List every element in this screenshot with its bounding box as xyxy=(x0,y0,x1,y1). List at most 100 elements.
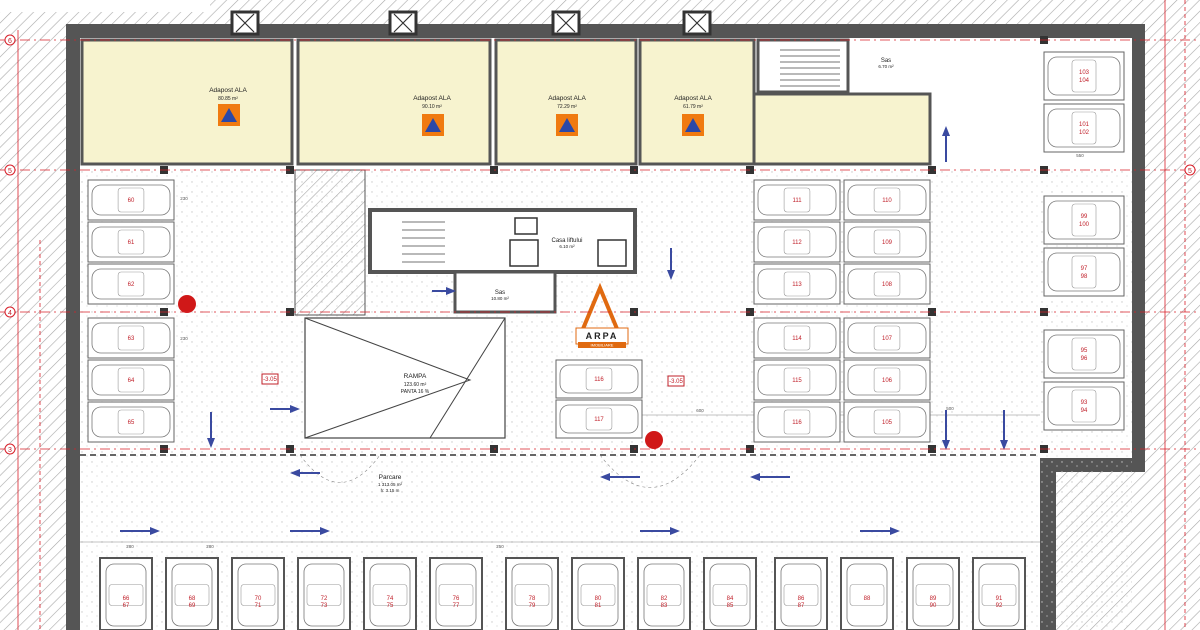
car-outline-icon xyxy=(303,563,345,627)
dim-label: 280 xyxy=(126,544,134,549)
dim-label: 600 xyxy=(696,408,704,413)
shelter-icons xyxy=(218,104,704,136)
dim-label: 250 xyxy=(496,544,504,549)
car-outline-icon xyxy=(757,226,837,258)
grid-label-3: 3 xyxy=(8,447,12,454)
shelter-area-1: 80.85 m² xyxy=(218,96,238,102)
slot-number: 106 xyxy=(882,378,893,384)
slot-number: 81 xyxy=(595,603,602,609)
stop-sign-icon xyxy=(178,295,196,313)
ramp: RAMPA 123.60 m² PANTA 16 % xyxy=(304,317,506,439)
slot-number: 101 xyxy=(1079,122,1090,128)
parking-slot: 113 xyxy=(753,263,841,305)
parking-slot: 116 xyxy=(753,401,841,443)
slot-number: 112 xyxy=(792,240,802,246)
car-outline-icon xyxy=(559,404,639,434)
car-outline-icon xyxy=(559,364,639,394)
shelter-title-2: Adapost ALA xyxy=(413,95,451,102)
slot-number: 72 xyxy=(321,596,328,602)
car-outline-icon xyxy=(1047,386,1121,426)
slot-number: 60 xyxy=(128,198,135,204)
parking-slot: 63 xyxy=(87,317,175,359)
slot-number: 114 xyxy=(792,336,802,342)
slot-number: 70 xyxy=(255,596,262,602)
slot-number: 82 xyxy=(661,596,668,602)
level-mark-2: -3.05 xyxy=(669,379,683,385)
slot-number: 99 xyxy=(1081,214,1088,220)
slot-number: 110 xyxy=(882,198,892,204)
parking-slots: 6061626364651111121131141151161101091081… xyxy=(87,51,1125,630)
car-outline-icon xyxy=(1047,56,1121,96)
stop-signs xyxy=(178,295,663,449)
slot-number: 104 xyxy=(1079,78,1090,84)
car-outline-icon xyxy=(91,406,171,438)
parking-slot: 115 xyxy=(753,359,841,401)
slot-number: 79 xyxy=(529,603,536,609)
dim-label: 500 xyxy=(946,406,954,411)
parking-area: 1 313.05 m² xyxy=(378,482,403,487)
car-outline-icon xyxy=(369,563,411,627)
slot-number: 109 xyxy=(882,240,893,246)
slot-number: 74 xyxy=(387,596,394,602)
parking-slot: 64 xyxy=(87,359,175,401)
grid-label-6: 6 xyxy=(8,38,12,45)
stair-top-right: Sas 6.70 m² xyxy=(756,38,894,94)
car-outline-icon xyxy=(846,563,888,627)
slot-number: 113 xyxy=(792,282,802,288)
slot-number: 76 xyxy=(453,596,460,602)
ramp-slope: PANTA 16 % xyxy=(401,389,430,395)
car-outline-icon xyxy=(847,184,927,216)
slot-number: 96 xyxy=(1081,356,1088,362)
slot-number: 100 xyxy=(1079,222,1090,228)
ramp-area: 123.60 m² xyxy=(404,382,427,388)
stairs-area-value: 6.70 m² xyxy=(878,64,894,69)
slot-number: 73 xyxy=(321,603,328,609)
dim-label: 280 xyxy=(206,544,214,549)
car-outline-icon xyxy=(1047,200,1121,240)
shelter-title-3: Adapost ALA xyxy=(548,95,586,102)
slot-number: 83 xyxy=(661,603,668,609)
slot-number: 63 xyxy=(128,336,135,342)
slot-number: 65 xyxy=(128,420,135,426)
grid-label-5: 5 xyxy=(8,168,12,175)
dim-label: 550 xyxy=(1076,153,1084,158)
parking-slot: 65 xyxy=(87,401,175,443)
slot-number: 90 xyxy=(930,603,937,609)
slot-number: 88 xyxy=(864,596,871,602)
parking-slot: 105 xyxy=(843,401,931,443)
parking-slot: 108 xyxy=(843,263,931,305)
slot-number: 108 xyxy=(882,282,893,288)
parking-slot: 110 xyxy=(843,179,931,221)
slot-number: 92 xyxy=(996,603,1003,609)
car-outline-icon xyxy=(757,364,837,396)
slot-number: 107 xyxy=(882,336,893,342)
slot-number: 62 xyxy=(128,282,135,288)
slot-number: 84 xyxy=(727,596,734,602)
car-outline-icon xyxy=(757,268,837,300)
slot-number: 111 xyxy=(792,198,802,204)
grid-label-4: 4 xyxy=(8,310,12,317)
car-outline-icon xyxy=(757,184,837,216)
central-core: Casa liftului 6.10 m² Sas 10.80 m² xyxy=(294,169,637,316)
shelter-title-4: Adapost ALA xyxy=(674,95,712,102)
slot-number: 89 xyxy=(930,596,937,602)
parking-slot: 114 xyxy=(753,317,841,359)
car-outline-icon xyxy=(91,322,171,354)
car-outline-icon xyxy=(91,364,171,396)
car-outline-icon xyxy=(643,563,685,627)
slot-number: 105 xyxy=(882,420,893,426)
car-outline-icon xyxy=(237,563,279,627)
car-outline-icon xyxy=(847,406,927,438)
car-outline-icon xyxy=(1047,334,1121,374)
stacked-parking-slot: 88 xyxy=(840,557,894,630)
car-outline-icon xyxy=(847,364,927,396)
